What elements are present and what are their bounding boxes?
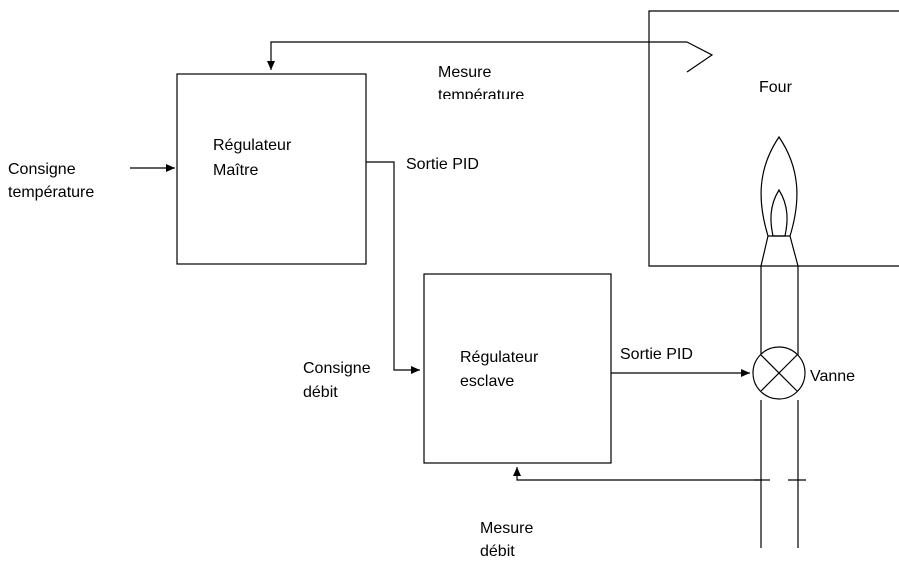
temperature-setpoint-label-1: Consigne <box>8 161 76 178</box>
fuel-pipe <box>754 266 806 548</box>
master-controller-box <box>176 73 367 265</box>
flow-setpoint-label-2: débit <box>303 384 338 401</box>
temperature-measure-line <box>267 41 714 73</box>
temperature-measure-label-1: Mesure <box>438 64 491 81</box>
flow-measure-label-2: débit <box>480 543 515 560</box>
temperature-measure-label-2: température <box>438 87 524 104</box>
furnace-box <box>648 10 899 267</box>
slave-output-label: Sortie PID <box>620 346 693 363</box>
flow-setpoint-label-1: Consigne <box>303 360 371 377</box>
slave-controller-label-2: esclave <box>460 373 514 390</box>
master-output-line <box>366 161 420 374</box>
master-output-label: Sortie PID <box>406 156 479 173</box>
flow-measure-label-1: Mesure <box>480 520 533 537</box>
valve-icon <box>752 346 806 400</box>
master-controller-label-1: Régulateur <box>213 137 292 154</box>
temperature-setpoint-label-2: température <box>8 184 94 201</box>
burner-flame-icon <box>760 135 799 267</box>
valve-label: Vanne <box>810 368 855 385</box>
flow-measure-line <box>513 467 761 481</box>
slave-controller-label-1: Régulateur <box>460 349 539 366</box>
master-controller-label-2: Maître <box>213 162 258 179</box>
furnace-label: Four <box>759 79 793 96</box>
slave-controller-box <box>423 273 612 464</box>
